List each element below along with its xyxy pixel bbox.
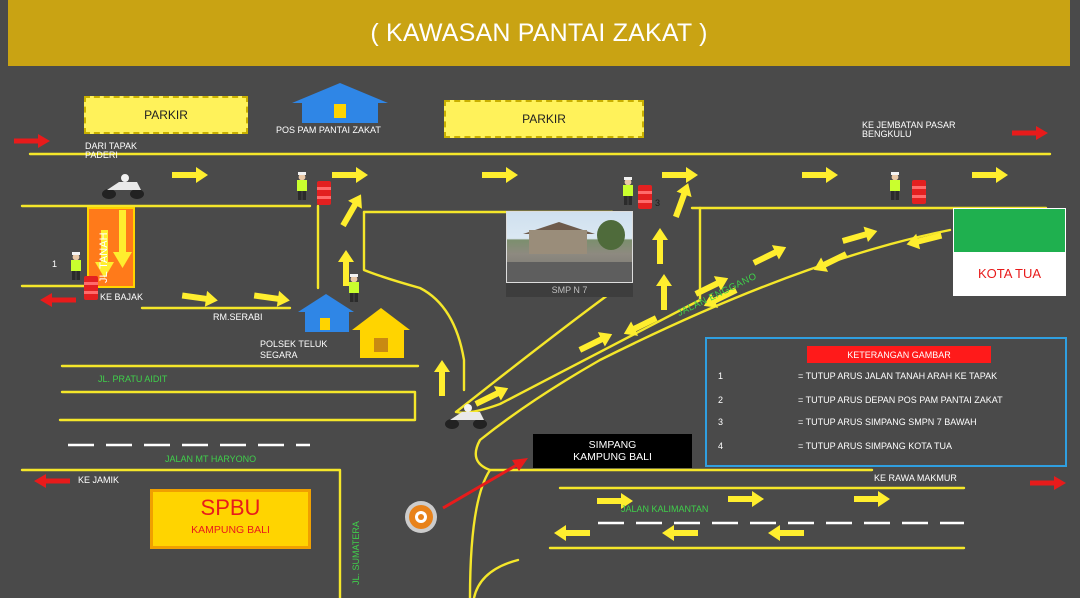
rm-serabi-label: RM.SERABI <box>213 312 263 322</box>
legend-item: 2 = TUTUP ARUS DEPAN POS PAM PANTAI ZAKA… <box>707 395 1065 409</box>
spbu-box: SPBU KAMPUNG BALI <box>150 489 311 549</box>
legend-item: 3 = TUTUP ARUS SIMPANG SMPN 7 BAWAH <box>707 417 1065 431</box>
simpang-kampung-bali-label: SIMPANG KAMPUNG BALI <box>533 434 692 468</box>
smpn7-photo <box>506 211 633 283</box>
jl-tanah-block <box>87 207 135 288</box>
spbu-subtitle: KAMPUNG BALI <box>191 524 270 536</box>
legend-item-number: 4 <box>718 441 724 451</box>
parking-area-right: PARKIR <box>444 100 644 138</box>
parking-label: PARKIR <box>144 108 188 122</box>
legend-item-number: 1 <box>718 371 724 381</box>
smpn7-label: SMP N 7 <box>506 283 633 297</box>
legend-item: 4 = TUTUP ARUS SIMPANG KOTA TUA <box>707 441 1065 455</box>
page-title: ( KAWASAN PANTAI ZAKAT ) <box>370 18 708 47</box>
mt-haryono-label: JALAN MT HARYONO <box>165 454 257 464</box>
pos-pam-label: POS PAM PANTAI ZAKAT <box>276 125 381 135</box>
parking-area-left: PARKIR <box>84 96 248 134</box>
marker-1-label: 1 <box>52 259 58 269</box>
dari-tapak-paderi-label: DARI TAPAK PADERI <box>85 141 138 161</box>
jalan-kalimantan-label: JALAN KALIMANTAN <box>621 504 709 514</box>
jl-sumatera-label: JL. SUMATERA <box>351 521 361 585</box>
spbu-title: SPBU <box>200 495 261 520</box>
ke-jembatan-label: KE JEMBATAN PASAR BENGKULU <box>862 120 956 140</box>
legend-item-text: = TUTUP ARUS JALAN TANAH ARAH KE TAPAK <box>798 371 998 381</box>
legend-item-number: 3 <box>718 417 724 427</box>
legend-title: KETERANGAN GAMBAR <box>807 346 991 363</box>
ke-bajak-label: KE BAJAK <box>100 292 144 302</box>
kota-tua-label: KOTA TUA <box>954 252 1065 295</box>
kota-tua-sign: KOTA TUA <box>953 208 1066 296</box>
legend-item-text: = TUTUP ARUS SIMPANG SMPN 7 BAWAH <box>798 417 977 427</box>
target-marker-icon <box>405 501 437 533</box>
road-barrier-icon <box>84 180 926 300</box>
legend-box: KETERANGAN GAMBAR 1 = TUTUP ARUS JALAN T… <box>705 337 1067 467</box>
marker-3-label: 3 <box>655 198 661 208</box>
legend-item-text: = TUTUP ARUS SIMPANG KOTA TUA <box>798 441 952 451</box>
legend-item-number: 2 <box>718 395 724 405</box>
legend-item-text: = TUTUP ARUS DEPAN POS PAM PANTAI ZAKAT <box>798 395 1003 405</box>
title-bar: ( KAWASAN PANTAI ZAKAT ) <box>8 0 1070 66</box>
legend-item: 1 = TUTUP ARUS JALAN TANAH ARAH KE TAPAK <box>707 371 1065 385</box>
pratu-aidit-label: JL. PRATU AIDIT <box>98 374 168 384</box>
polsek-label: POLSEK TELUK SEGARA <box>260 339 328 360</box>
parking-label: PARKIR <box>522 112 566 126</box>
jl-tanah-label: JL TANAH <box>98 232 110 283</box>
house-icon <box>292 83 410 358</box>
simpang-label-text: SIMPANG KAMPUNG BALI <box>573 438 652 463</box>
ke-rawa-makmur-label: KE RAWA MAKMUR <box>874 473 957 483</box>
ke-jamik-label: KE JAMIK <box>78 475 120 485</box>
